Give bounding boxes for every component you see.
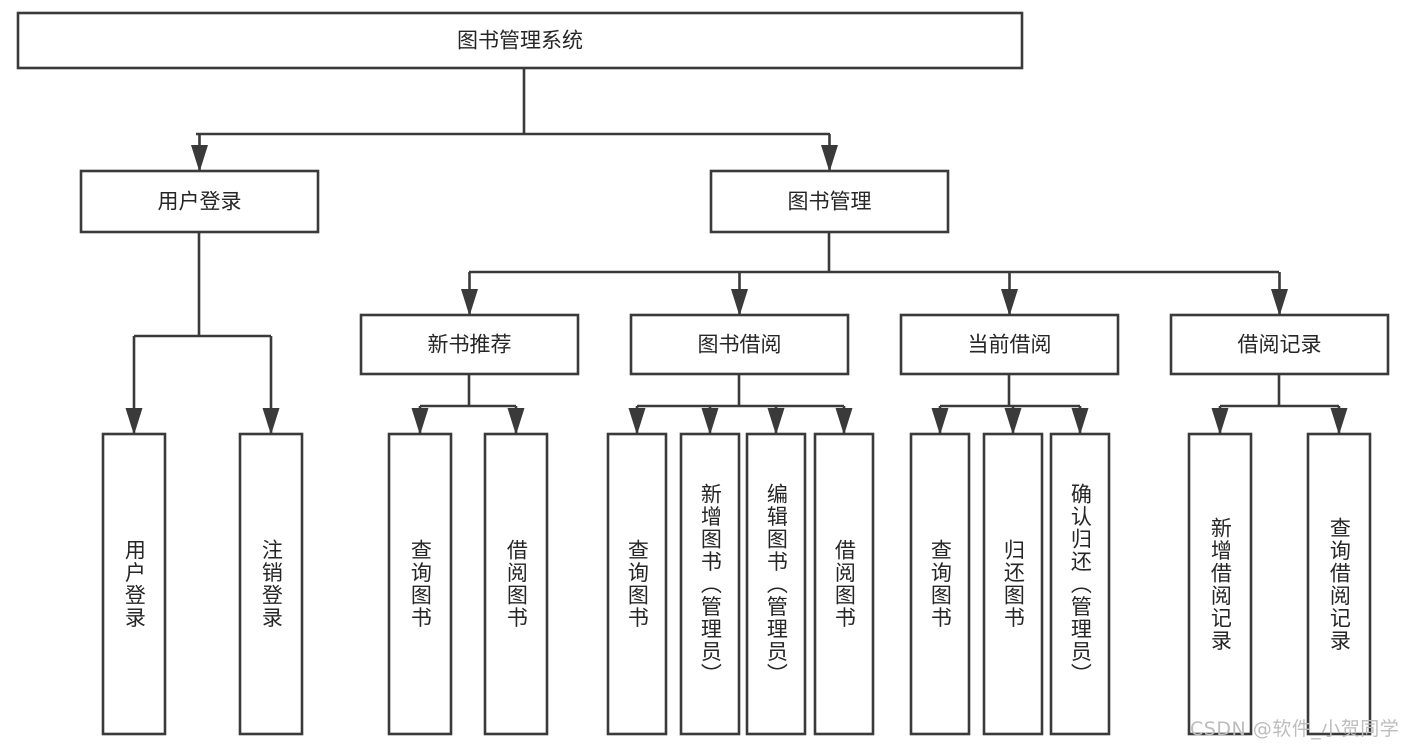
edge-book-manage-to-book-borrow [731,272,748,316]
edge-borrow-record-to-leaf-query-record [1330,406,1348,435]
node-label-book-manage: 图书管理 [788,190,872,214]
edge-root-to-user-login [191,134,208,172]
edge-current-borrow-to-leaf-query-book-3 [931,406,949,435]
node-leaf-edit-book[interactable] [745,432,807,736]
connector-bus-root [196,68,830,136]
connector-bus-new-book-rec [420,374,516,408]
node-label-book-borrow: 图书借阅 [698,333,782,357]
node-label-new-book-rec: 新书推荐 [428,333,512,357]
edge-user-login-to-leaf-logout [262,336,280,435]
edge-new-book-rec-to-leaf-query-book-1 [411,406,429,435]
csdn-watermark: CSDN @软件_小贺同学 [1190,718,1400,740]
edge-book-borrow-to-leaf-edit-book [767,406,785,435]
node-current-borrow[interactable] [899,313,1120,376]
node-label-user-login: 用户登录 [158,190,242,214]
edge-user-login-to-leaf-user-login [125,336,143,435]
edge-book-borrow-to-leaf-query-book-2 [628,406,646,435]
connector-bus-book-manage [469,232,1279,274]
connector-bus-user-login [134,232,271,338]
node-leaf-confirm-return[interactable] [1049,432,1111,736]
node-leaf-query-book-1[interactable] [387,432,453,736]
connector-bus-borrow-record [1220,374,1339,408]
node-book-manage[interactable] [709,169,950,234]
edge-root-to-book-manage [821,134,838,172]
edge-book-manage-to-new-book-rec [461,272,478,316]
node-leaf-logout[interactable] [238,432,304,736]
node-leaf-user-login[interactable] [101,432,167,736]
node-leaf-query-record[interactable] [1306,432,1372,736]
node-label-borrow-record: 借阅记录 [1238,333,1322,357]
edge-new-book-rec-to-leaf-borrow-book-1 [507,406,525,435]
node-new-book-rec[interactable] [359,313,580,376]
node-leaf-query-book-3[interactable] [909,432,971,736]
node-leaf-return-book[interactable] [982,432,1044,736]
connector-layer [125,68,1348,435]
node-leaf-add-record[interactable] [1187,432,1253,736]
node-leaf-borrow-book-2[interactable] [813,432,875,736]
edge-current-borrow-to-leaf-confirm-return [1071,406,1089,435]
edge-borrow-record-to-leaf-add-record [1211,406,1229,435]
edge-current-borrow-to-leaf-return-book [1004,406,1022,435]
node-label-current-borrow: 当前借阅 [968,333,1052,357]
edge-book-manage-to-borrow-record [1271,272,1288,316]
node-leaf-add-book[interactable] [679,432,741,736]
node-book-borrow[interactable] [629,313,850,376]
node-label-root: 图书管理系统 [457,29,583,53]
edge-book-borrow-to-leaf-borrow-book-2 [835,406,853,435]
node-root[interactable] [16,11,1024,70]
node-borrow-record[interactable] [1169,313,1390,376]
edge-book-manage-to-current-borrow [1001,272,1018,316]
connector-bus-current-borrow [940,374,1080,408]
node-leaf-query-book-2[interactable] [606,432,668,736]
node-user-login[interactable] [79,169,320,234]
edge-book-borrow-to-leaf-add-book [701,406,719,435]
node-leaf-borrow-book-1[interactable] [483,432,549,736]
connector-bus-book-borrow [637,374,844,408]
